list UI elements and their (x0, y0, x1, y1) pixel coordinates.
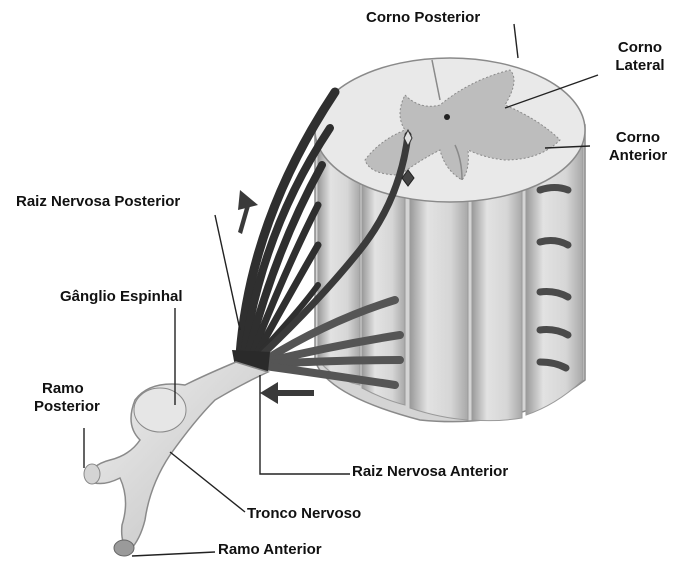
label-raiz-posterior: Raiz Nervosa Posterior (16, 193, 180, 211)
label-ganglio: Gânglio Espinhal (60, 288, 183, 306)
label-ramo-posterior-line2: Posterior (34, 398, 100, 416)
spinal-ganglion (134, 388, 186, 432)
central-canal (444, 114, 450, 120)
label-corno-anterior-line2: Anterior (594, 147, 682, 165)
label-corno-anterior-line1: Corno (594, 129, 682, 147)
label-corno-lateral-line1: Corno (604, 39, 676, 57)
ramus-posterior-end (84, 464, 100, 484)
afferent-arrow-icon (238, 190, 258, 234)
label-corno-lateral-line2: Lateral (604, 57, 676, 75)
label-ramo-posterior: Ramo Posterior (34, 380, 100, 416)
nerve-trunk (88, 362, 268, 550)
label-tronco: Tronco Nervoso (247, 505, 361, 523)
label-raiz-anterior: Raiz Nervosa Anterior (352, 463, 508, 481)
label-ramo-anterior: Ramo Anterior (218, 541, 322, 559)
label-ramo-posterior-line1: Ramo (34, 380, 100, 398)
ramus-anterior-end (114, 540, 134, 556)
label-corno-lateral: Corno Lateral (604, 39, 676, 75)
efferent-arrow-icon (260, 382, 314, 404)
label-corno-anterior: Corno Anterior (594, 129, 682, 165)
label-corno-posterior: Corno Posterior (366, 9, 480, 27)
